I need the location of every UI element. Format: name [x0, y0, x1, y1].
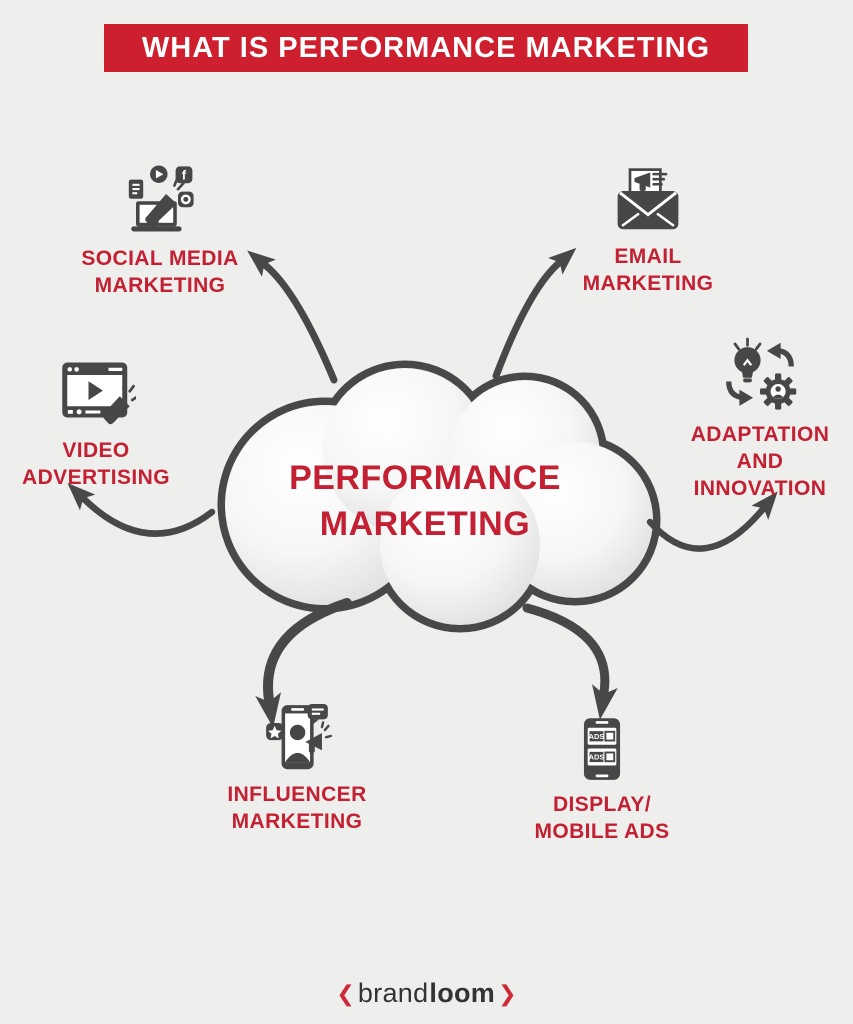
logo-loom-text: loom	[429, 978, 496, 1008]
logo-brand-text: brand	[357, 978, 429, 1008]
node-label-line: MARKETING	[582, 272, 714, 295]
node-label-line: MOBILE ADS	[534, 820, 670, 843]
ads-label: ADS	[589, 732, 605, 741]
node-label-line: DISPLAY/	[552, 793, 652, 816]
ads-label: ADS	[589, 753, 605, 762]
header-banner: WHAT IS PERFORMANCE MARKETING	[104, 24, 748, 72]
node-label-line: INNOVATION	[693, 477, 827, 500]
node-label-line: AND	[736, 450, 784, 473]
page-title: WHAT IS PERFORMANCE MARKETING	[141, 31, 711, 64]
facebook-f-glyph: f	[182, 168, 187, 183]
cloud-title-line1: PERFORMANCE	[289, 459, 561, 497]
node-label: SOCIAL MEDIA MARKETING	[81, 245, 238, 299]
node-label-line: ADAPTATION	[690, 423, 830, 446]
node-label-line: MARKETING	[231, 810, 363, 833]
arrow-to-video-advertising	[67, 483, 216, 537]
node-label: DISPLAY/ MOBILE ADS	[534, 791, 669, 845]
video-advertising-icon	[56, 352, 138, 433]
influencer-marketing-icon	[259, 700, 335, 777]
display-mobile-ads-icon: ADS ADS	[568, 716, 636, 787]
node-display-mobile-ads: ADS ADS DISPLAY/ MOBILE ADS	[487, 716, 717, 845]
node-influencer-marketing: INFLUENCER MARKETING	[182, 700, 412, 835]
email-marketing-icon	[612, 166, 684, 239]
performance-cloud	[217, 360, 661, 633]
node-video-advertising: VIDEO ADVERTISING	[0, 352, 206, 491]
node-label-line: EMAIL	[614, 245, 682, 268]
node-label: ADAPTATION AND INNOVATION	[691, 421, 830, 502]
node-label-line: MARKETING	[94, 274, 226, 297]
social-media-marketing-icon: f	[121, 164, 199, 241]
node-adaptation-innovation: ADAPTATION AND INNOVATION	[648, 336, 853, 502]
node-label: INFLUENCER MARKETING	[227, 781, 366, 835]
node-label-line: SOCIAL MEDIA	[81, 247, 239, 270]
node-label-line: VIDEO	[62, 439, 130, 462]
node-label: VIDEO ADVERTISING	[22, 437, 170, 491]
adaptation-innovation-icon	[720, 336, 800, 417]
cloud-title: PERFORMANCE MARKETING	[225, 455, 625, 547]
logo-bracket-right: ❯	[498, 980, 517, 1006]
node-label-line: INFLUENCER	[227, 783, 367, 806]
cloud-title-line2: MARKETING	[319, 505, 531, 543]
node-label-line: ADVERTISING	[22, 466, 170, 489]
node-email-marketing: EMAIL MARKETING	[531, 166, 765, 297]
node-social-media-marketing: f SOCIAL MEDIA MARKETING	[40, 164, 280, 299]
logo-bracket-left: ❮	[336, 980, 355, 1006]
node-label: EMAIL MARKETING	[583, 243, 714, 297]
